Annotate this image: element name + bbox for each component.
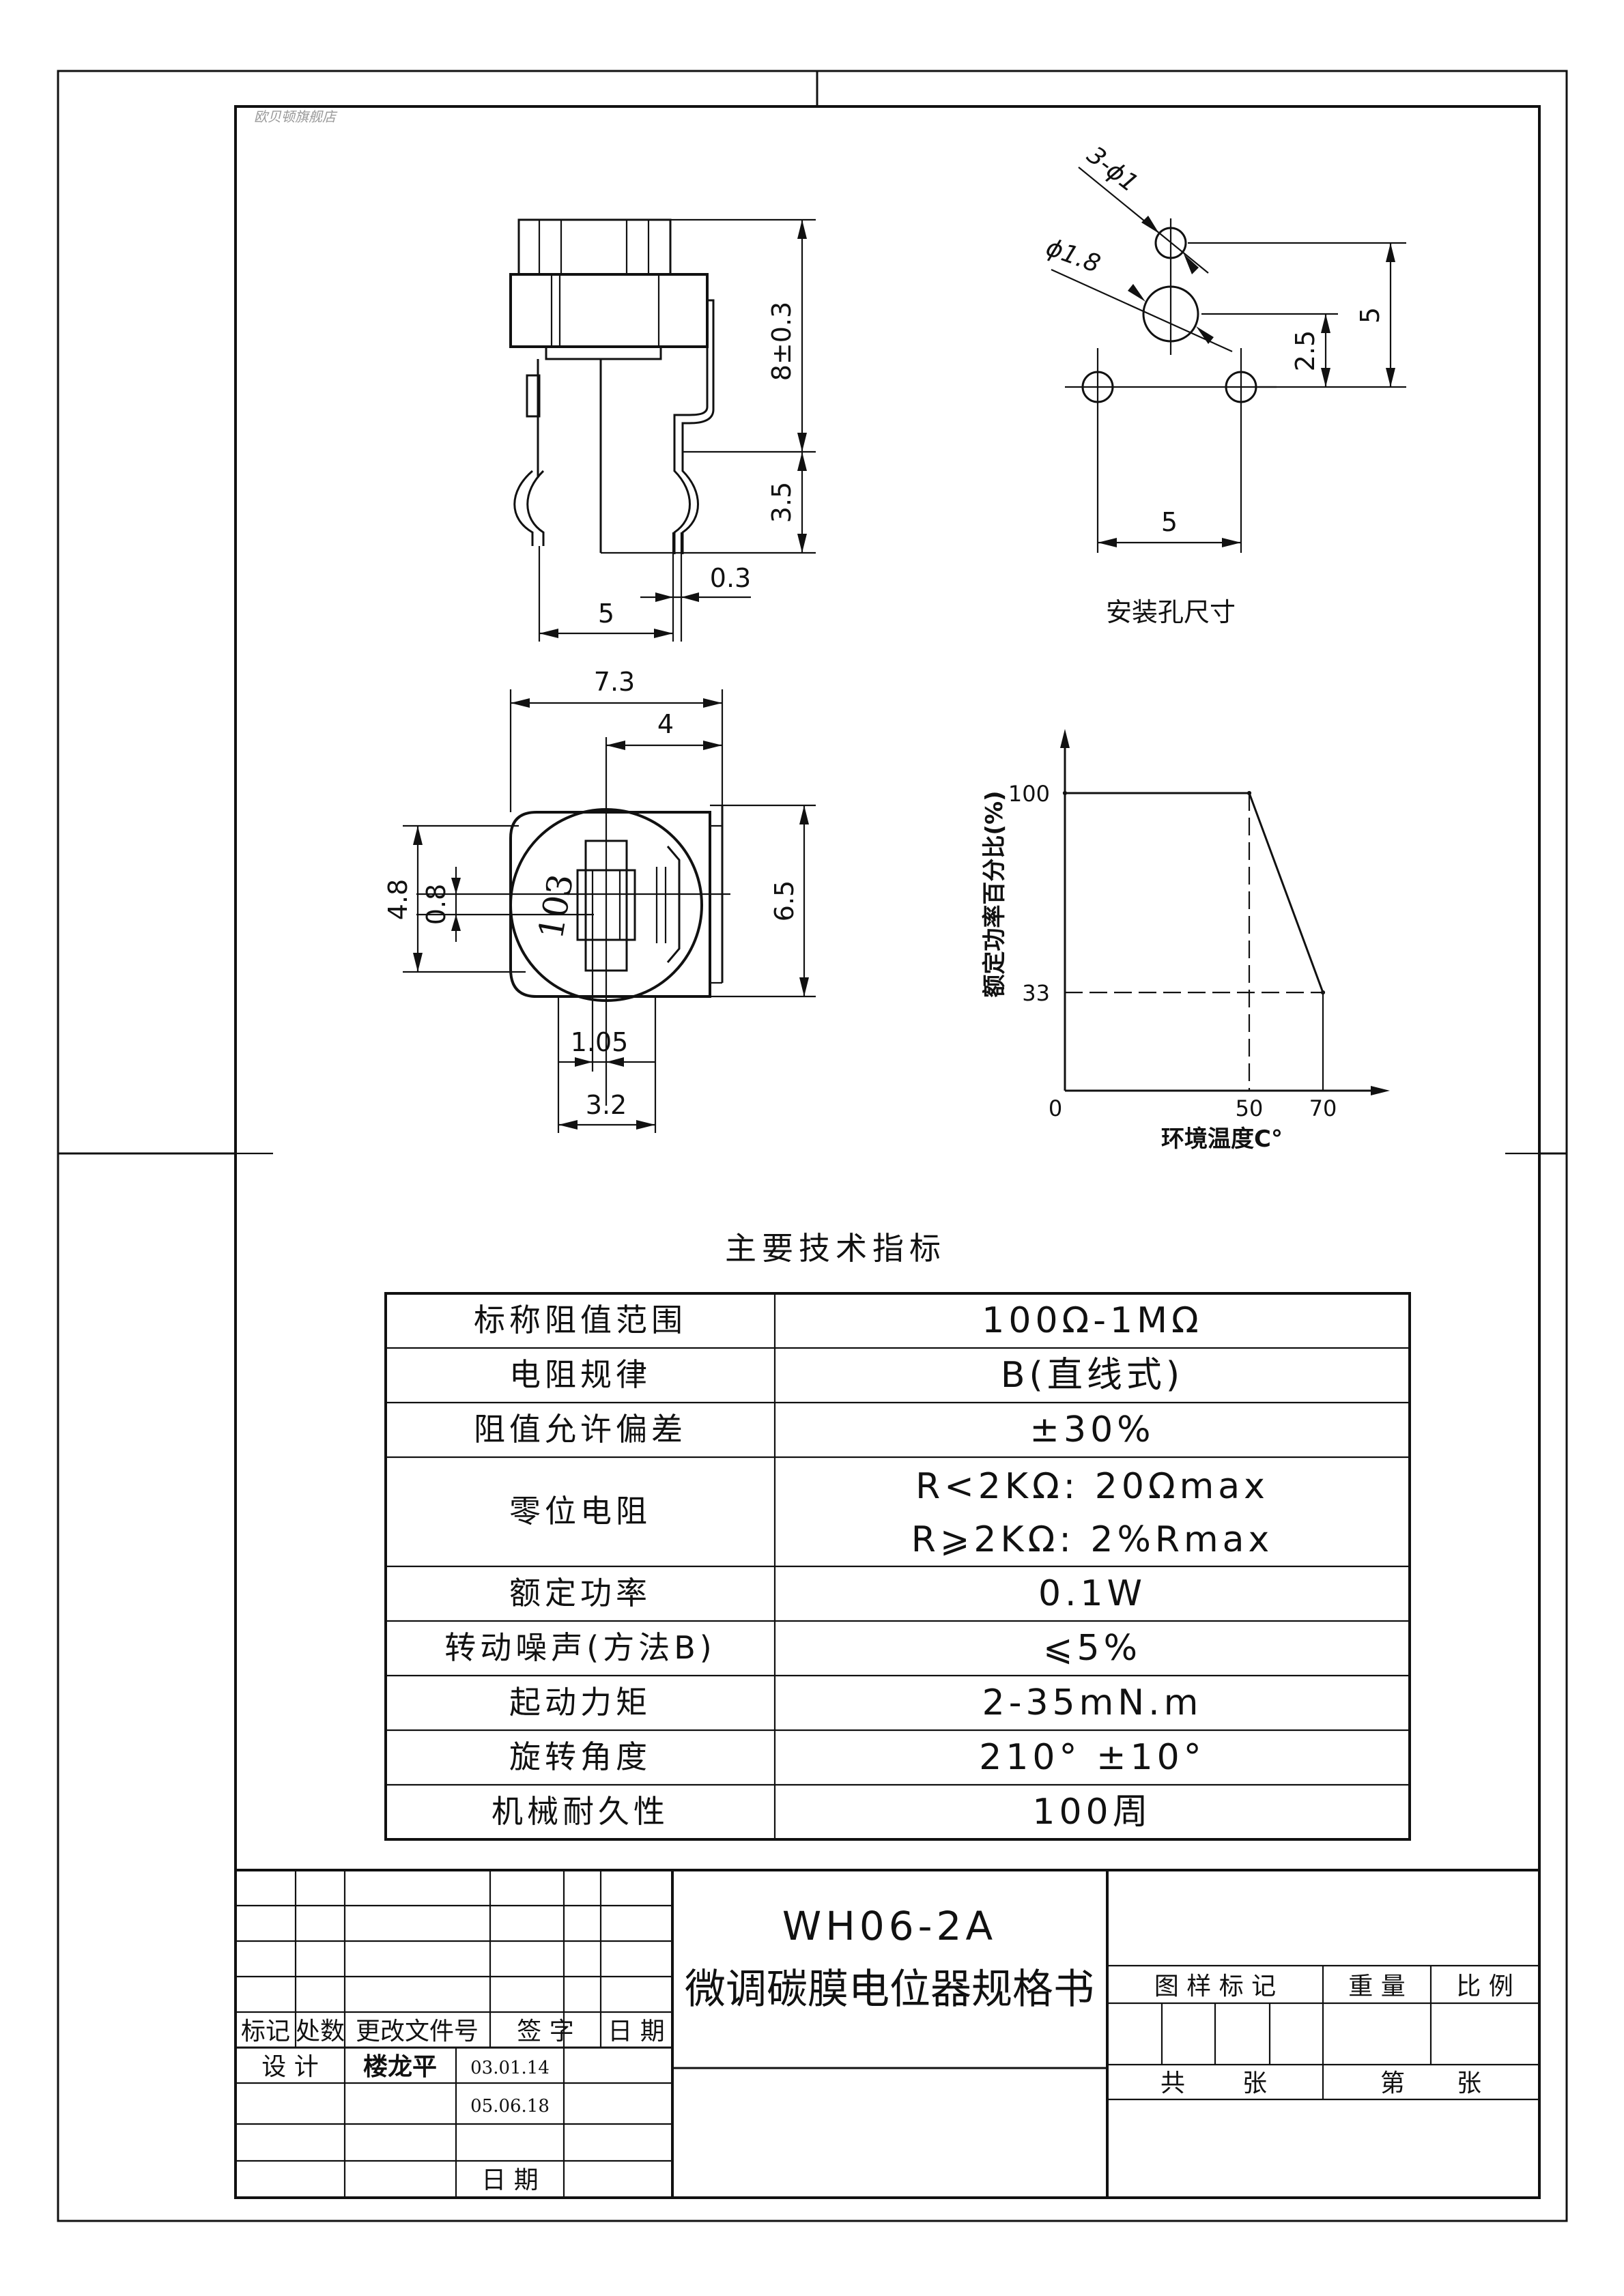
data-point [1320, 990, 1326, 995]
dim-pin-thickness-label: 0.3 [710, 563, 751, 593]
page-label: 第 [1380, 2069, 1405, 2097]
spec-row: 电阻规律 B(直线式) [509, 1355, 1184, 1396]
total-sheet-label: 张 [1242, 2069, 1267, 2097]
info-header-drawing: 图 样 标 记 [1154, 1972, 1276, 2000]
spec-value: ±30% [1029, 1409, 1154, 1450]
dim-6-5-label: 6.5 [769, 880, 799, 921]
page-sheet-label: 张 [1457, 2069, 1481, 2097]
spec-row: 机械耐久性 100周 [492, 1792, 1152, 1833]
rev-header-mark: 标记 [241, 2018, 290, 2046]
x-tick-label: 70 [1309, 1095, 1337, 1121]
spec-row: 额定功率 0.1W [509, 1573, 1146, 1614]
date-2: 05.06.18 [470, 2096, 550, 2116]
spec-name: 零位电阻 [509, 1493, 651, 1530]
spec-row: 标称阻值范围 100Ω-1MΩ [474, 1300, 1202, 1341]
spec-value: 0.1W [1038, 1573, 1146, 1614]
dim-pin-label: 3.5 [767, 482, 797, 523]
dim-height-label: 8±0.3 [767, 302, 797, 381]
spec-row: 旋转角度 210° ±10° [509, 1737, 1206, 1778]
data-point [1247, 790, 1252, 796]
outer-frame [57, 70, 1568, 2222]
dim-7-3-label: 7.3 [594, 667, 635, 697]
spec-value: 210° ±10° [979, 1737, 1206, 1778]
mount-holes [1051, 167, 1406, 553]
dim-4-8-label: 4.8 [383, 879, 413, 920]
rev-header-doc: 更改文件号 [356, 2018, 479, 2046]
derating-chart: 0 50 70 100 33 [1008, 729, 1390, 1121]
spec-value: ⩽5% [1043, 1628, 1141, 1669]
spec-name: 阻值允许偏差 [474, 1411, 687, 1448]
info-header-scale: 比 例 [1456, 1972, 1513, 2000]
dim-0-8-label: 0.8 [421, 884, 451, 925]
x-tick-label: 0 [1049, 1095, 1062, 1121]
chart-xlabel: 环境温度C° [1161, 1125, 1283, 1153]
info-header-weight: 重 量 [1348, 1972, 1405, 2000]
dim-width-label: 5 [598, 599, 614, 629]
y-tick-label: 100 [1008, 781, 1050, 807]
spec-name: 额定功率 [509, 1575, 651, 1611]
date-1: 03.01.14 [470, 2058, 550, 2078]
spec-table: 标称阻值范围 100Ω-1MΩ 电阻规律 B(直线式) 阻值允许偏差 ±30% 零位电阻 R<… [384, 1292, 1411, 1841]
hole-dim-5v-label: 5 [1355, 307, 1385, 324]
x-tick-label: 50 [1236, 1095, 1264, 1121]
watermark: 欧贝顿旗舰店 [254, 109, 338, 125]
chart-ylabel: 额定功率百分比(%) [981, 790, 1008, 997]
spec-value: B(直线式) [1001, 1355, 1184, 1396]
title-block [234, 1869, 1541, 2199]
model-number: WH06-2A [782, 1903, 997, 1949]
dim-4-label: 4 [657, 709, 674, 739]
y-tick-label: 33 [1022, 980, 1050, 1006]
spec-name: 旋转角度 [509, 1738, 651, 1775]
side-view [509, 218, 816, 642]
spec-value: R<2KΩ: 20Ωmax [915, 1466, 1269, 1507]
hole-small-label: 3-ϕ1 [1081, 141, 1143, 198]
front-view [403, 689, 816, 1133]
product-name: 微调碳膜电位器规格书 [685, 1966, 1094, 2013]
design-label: 设 计 [261, 2053, 318, 2081]
spec-name: 起动力矩 [509, 1684, 651, 1721]
date-label: 日 期 [481, 2166, 538, 2194]
rev-header-count: 处数 [296, 2018, 345, 2046]
total-label: 共 [1160, 2069, 1185, 2097]
data-point [1062, 790, 1068, 796]
spec-value: 100Ω-1MΩ [982, 1300, 1202, 1341]
specs-title: 主要技术指标 [725, 1230, 946, 1267]
spec-value: 2-35mN.m [982, 1682, 1203, 1723]
dim-1-05-label: 1.05 [571, 1027, 629, 1057]
series-line [1065, 792, 1324, 993]
hole-large-label: ϕ1.8 [1042, 233, 1104, 278]
mount-holes-caption: 安装孔尺寸 [1106, 597, 1236, 627]
hole-dim-5h-label: 5 [1161, 507, 1178, 537]
designer-name: 楼龙平 [363, 2053, 437, 2081]
spec-name: 机械耐久性 [492, 1793, 669, 1830]
spec-name: 转动噪声(方法B) [444, 1629, 715, 1666]
rev-header-date: 日 期 [608, 2018, 664, 2046]
spec-value: 100周 [1032, 1792, 1152, 1833]
hole-dim-2-5-label: 2.5 [1290, 330, 1320, 371]
spec-row: 起动力矩 2-35mN.m [509, 1682, 1203, 1723]
rev-header-sign: 签 字 [517, 2018, 573, 2046]
spec-row: 转动噪声(方法B) ⩽5% [444, 1628, 1141, 1669]
spec-value-2: R⩾2KΩ: 2%Rmax [911, 1519, 1274, 1560]
spec-name: 标称阻值范围 [474, 1302, 687, 1338]
front-marking: 103 [531, 871, 582, 942]
dim-3-2-label: 3.2 [586, 1090, 627, 1120]
spec-name: 电阻规律 [509, 1356, 651, 1393]
spec-row: 阻值允许偏差 ±30% [474, 1409, 1154, 1450]
